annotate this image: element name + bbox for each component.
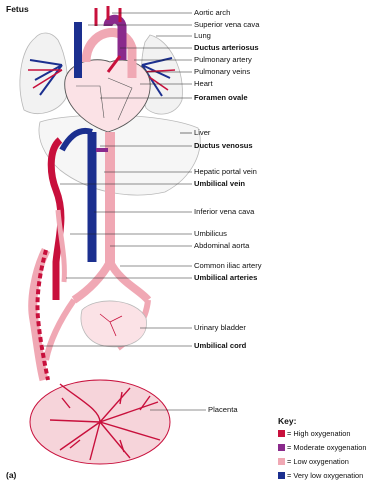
label-liver: Liver [194, 128, 210, 137]
label-ductus-venosus: Ductus venosus [194, 141, 253, 150]
key-item-very-low: = Very low oxygenation [278, 471, 363, 480]
label-umbilical-cord: Umbilical cord [194, 341, 246, 350]
label-umbilical-arteries: Umbilical arteries [194, 273, 257, 282]
swatch-high [278, 430, 285, 437]
label-heart: Heart [194, 79, 213, 88]
key-title: Key: [278, 416, 296, 426]
label-umbilicus: Umbilicus [194, 229, 227, 238]
label-common-iliac-artery: Common iliac artery [194, 261, 262, 270]
key-item-high: = High oxygenation [278, 429, 350, 438]
label-placenta: Placenta [208, 405, 238, 414]
label-ductus-arteriosus: Ductus arteriosus [194, 43, 259, 52]
label-lung: Lung [194, 31, 211, 40]
label-umbilical-vein: Umbilical vein [194, 179, 245, 188]
key-label-high: = High oxygenation [287, 429, 350, 438]
label-hepatic-portal-vein: Hepatic portal vein [194, 167, 257, 176]
label-inferior-vena-cava: Inferior vena cava [194, 207, 254, 216]
panel-label: (a) [6, 470, 16, 480]
key-label-moderate: = Moderate oxygenation [287, 443, 367, 452]
swatch-very-low [278, 472, 285, 479]
urinary-bladder [81, 301, 146, 347]
label-urinary-bladder: Urinary bladder [194, 323, 246, 332]
key-item-low: = Low oxygenation [278, 457, 349, 466]
label-pulmonary-artery: Pulmonary artery [194, 55, 252, 64]
label-superior-vena-cava: Superior vena cava [194, 20, 259, 29]
swatch-moderate [278, 444, 285, 451]
left-lung [20, 33, 68, 114]
label-abdominal-aorta: Abdominal aorta [194, 241, 249, 250]
figure-title: Fetus [6, 4, 29, 14]
label-aortic-arch: Aortic arch [194, 8, 230, 17]
key-label-low: = Low oxygenation [287, 457, 349, 466]
key-item-moderate: = Moderate oxygenation [278, 443, 367, 452]
swatch-low [278, 458, 285, 465]
label-pulmonary-veins: Pulmonary veins [194, 67, 250, 76]
label-foramen-ovale: Foramen ovale [194, 93, 248, 102]
key-label-very-low: = Very low oxygenation [287, 471, 363, 480]
